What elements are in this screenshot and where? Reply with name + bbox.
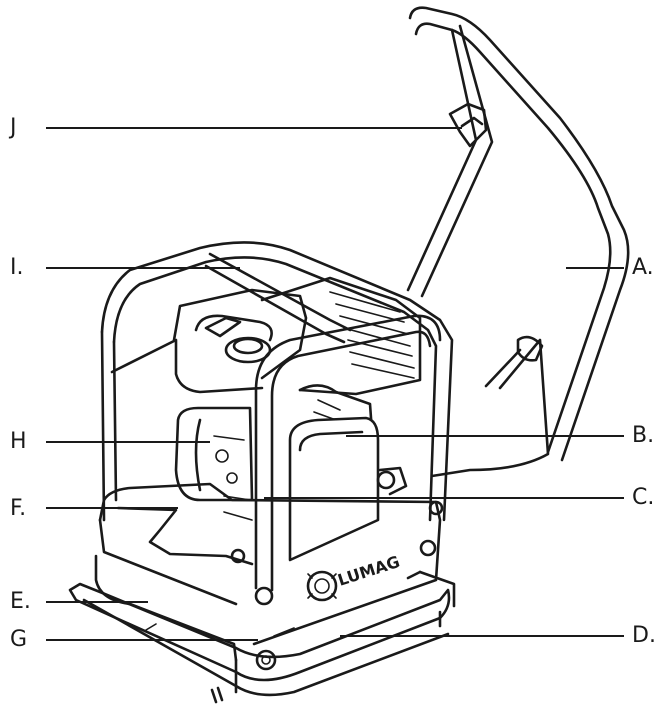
label-a: A. (632, 255, 654, 280)
label-j: J (10, 115, 17, 140)
base-frame (68, 466, 456, 704)
lumag-logo-text: LUMAG (335, 552, 402, 590)
throttle-lever (448, 102, 488, 148)
label-e: E. (10, 589, 31, 614)
label-c: C. (632, 485, 655, 510)
engine (110, 276, 422, 521)
handle (406, 6, 630, 478)
label-h: H (10, 429, 27, 454)
label-f: F. (10, 496, 27, 521)
lumag-logo-emblem (306, 570, 338, 602)
protective-frame (100, 241, 454, 606)
label-b: B. (632, 423, 655, 448)
label-d: D. (632, 623, 656, 648)
leader-lines (46, 127, 624, 641)
belt-guard (288, 416, 380, 562)
label-g: G (10, 627, 28, 652)
label-i: I. (10, 255, 24, 280)
